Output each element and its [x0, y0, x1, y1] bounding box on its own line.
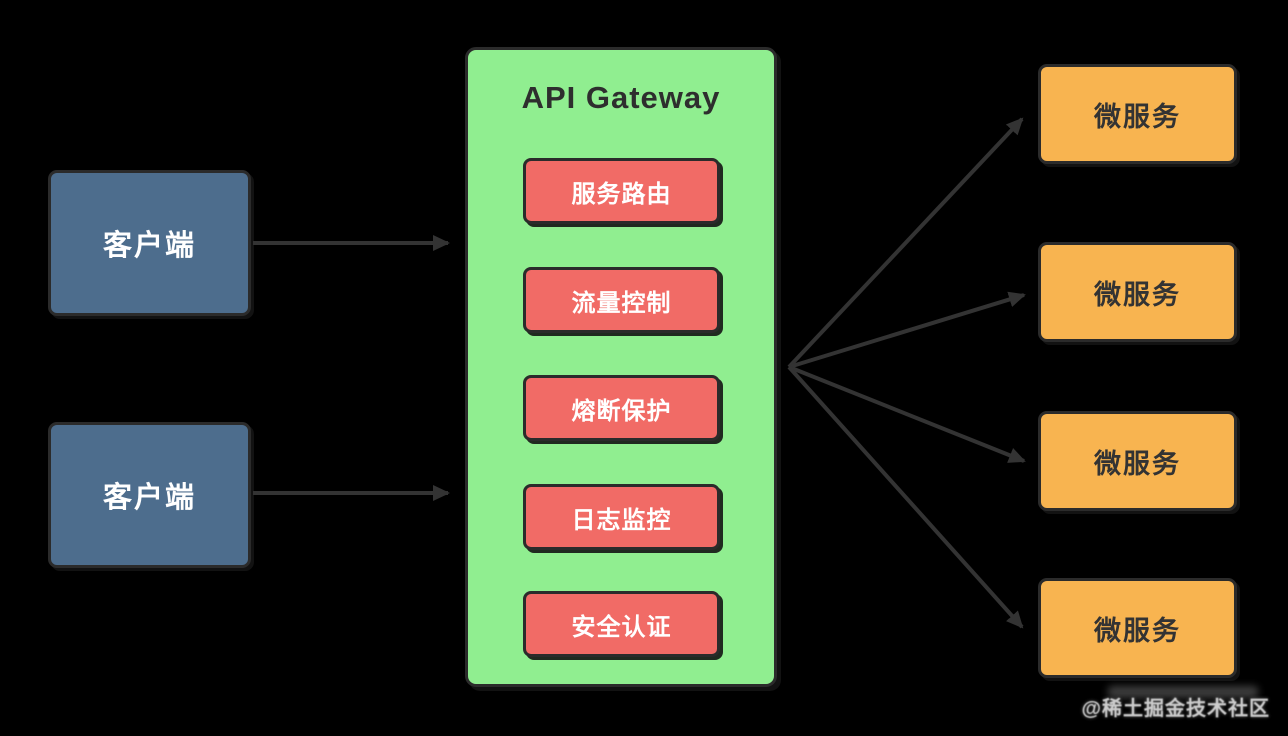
arrow-gateway-to-microservice1: [787, 117, 1024, 369]
arrow-gateway-to-microservice3: [788, 365, 1026, 463]
gateway-feature-traffic-control: 流量控制: [523, 267, 720, 333]
microservice-node-3: 微服务: [1038, 411, 1237, 511]
gateway-feature-security-auth: 安全认证: [523, 591, 720, 657]
client-node-label: 客户端: [102, 482, 196, 514]
arrow-gateway-to-microservice2: [788, 291, 1026, 369]
feature-label: 服务路由: [571, 180, 672, 208]
microservice-node-1: 微服务: [1038, 64, 1237, 164]
feature-label: 熔断保护: [571, 397, 672, 425]
feature-label: 日志监控: [571, 506, 672, 534]
microservice-node-4: 微服务: [1038, 578, 1237, 678]
gateway-feature-log-monitoring: 日志监控: [523, 484, 720, 550]
client-node-2: 客户端: [48, 422, 251, 568]
client-node-1: 客户端: [48, 170, 251, 316]
microservice-label: 微服务: [1094, 615, 1181, 646]
microservice-label: 微服务: [1094, 448, 1181, 479]
microservice-node-2: 微服务: [1038, 242, 1237, 342]
feature-label: 安全认证: [571, 613, 672, 641]
arrow-gateway-to-microservice4: [787, 365, 1024, 629]
watermark-blur: [1108, 686, 1258, 698]
watermark: @稀土掘金技术社区: [1081, 698, 1270, 720]
api-gateway-container: API Gateway 服务路由 流量控制 熔断保护 日志监控 安全认证: [465, 47, 777, 687]
gateway-feature-service-routing: 服务路由: [523, 158, 720, 224]
client-node-label: 客户端: [102, 230, 196, 262]
feature-label: 流量控制: [571, 289, 672, 317]
gateway-title: API Gateway: [521, 80, 721, 115]
microservice-label: 微服务: [1094, 101, 1181, 132]
gateway-feature-circuit-breaker: 熔断保护: [523, 375, 720, 441]
microservice-label: 微服务: [1094, 279, 1181, 310]
